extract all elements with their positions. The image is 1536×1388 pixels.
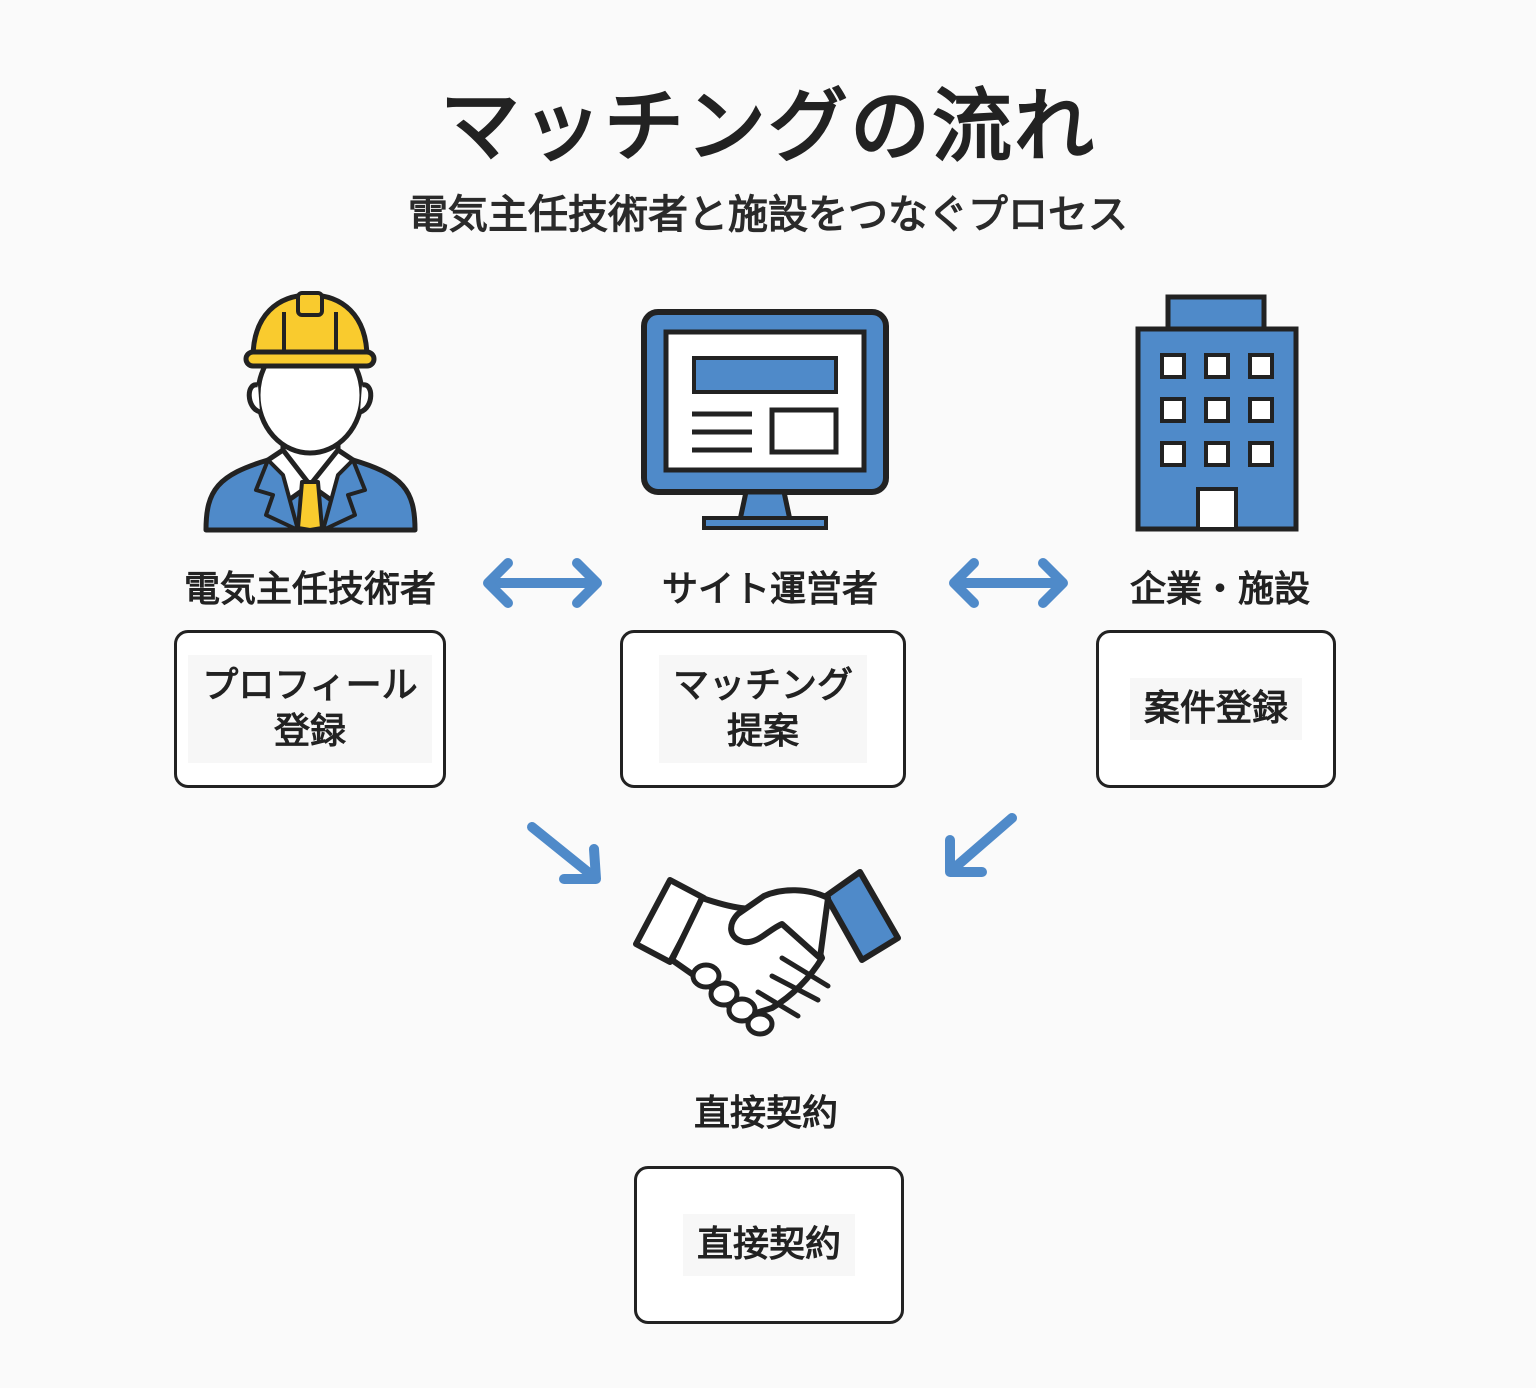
job-registration-box: 案件登録 xyxy=(1096,630,1336,788)
engineer-icon xyxy=(203,291,418,533)
page-title: マッチングの流れ xyxy=(440,80,1096,173)
arrow-engineer-to-contract xyxy=(527,822,601,884)
operator-label: サイト運営者 xyxy=(661,569,878,610)
profile-registration-box: プロフィール 登録 xyxy=(174,630,446,788)
box-line: 提案 xyxy=(726,711,799,752)
matching-proposal-box: マッチング 提案 xyxy=(620,630,906,788)
arrow-facility-to-contract xyxy=(945,813,1017,877)
contract-label: 直接契約 xyxy=(693,1093,838,1134)
box-line: マッチング xyxy=(672,665,853,706)
facility-label: 企業・施設 xyxy=(1129,569,1310,610)
engineer-label: 電気主任技術者 xyxy=(183,569,436,610)
building-icon xyxy=(1135,294,1299,532)
box-line: 案件登録 xyxy=(1143,688,1288,729)
box-line: 直接契約 xyxy=(696,1224,841,1265)
box-line: 登録 xyxy=(273,711,346,752)
page-subtitle: 電気主任技術者と施設をつなぐプロセス xyxy=(408,192,1128,238)
handshake-icon xyxy=(633,869,901,1037)
bidirectional-arrow-operator-facility xyxy=(949,558,1068,608)
computer-monitor-icon xyxy=(641,309,889,530)
box-line: プロフィール xyxy=(202,665,418,706)
bidirectional-arrow-engineer-operator xyxy=(483,558,602,608)
direct-contract-box: 直接契約 xyxy=(634,1166,904,1324)
